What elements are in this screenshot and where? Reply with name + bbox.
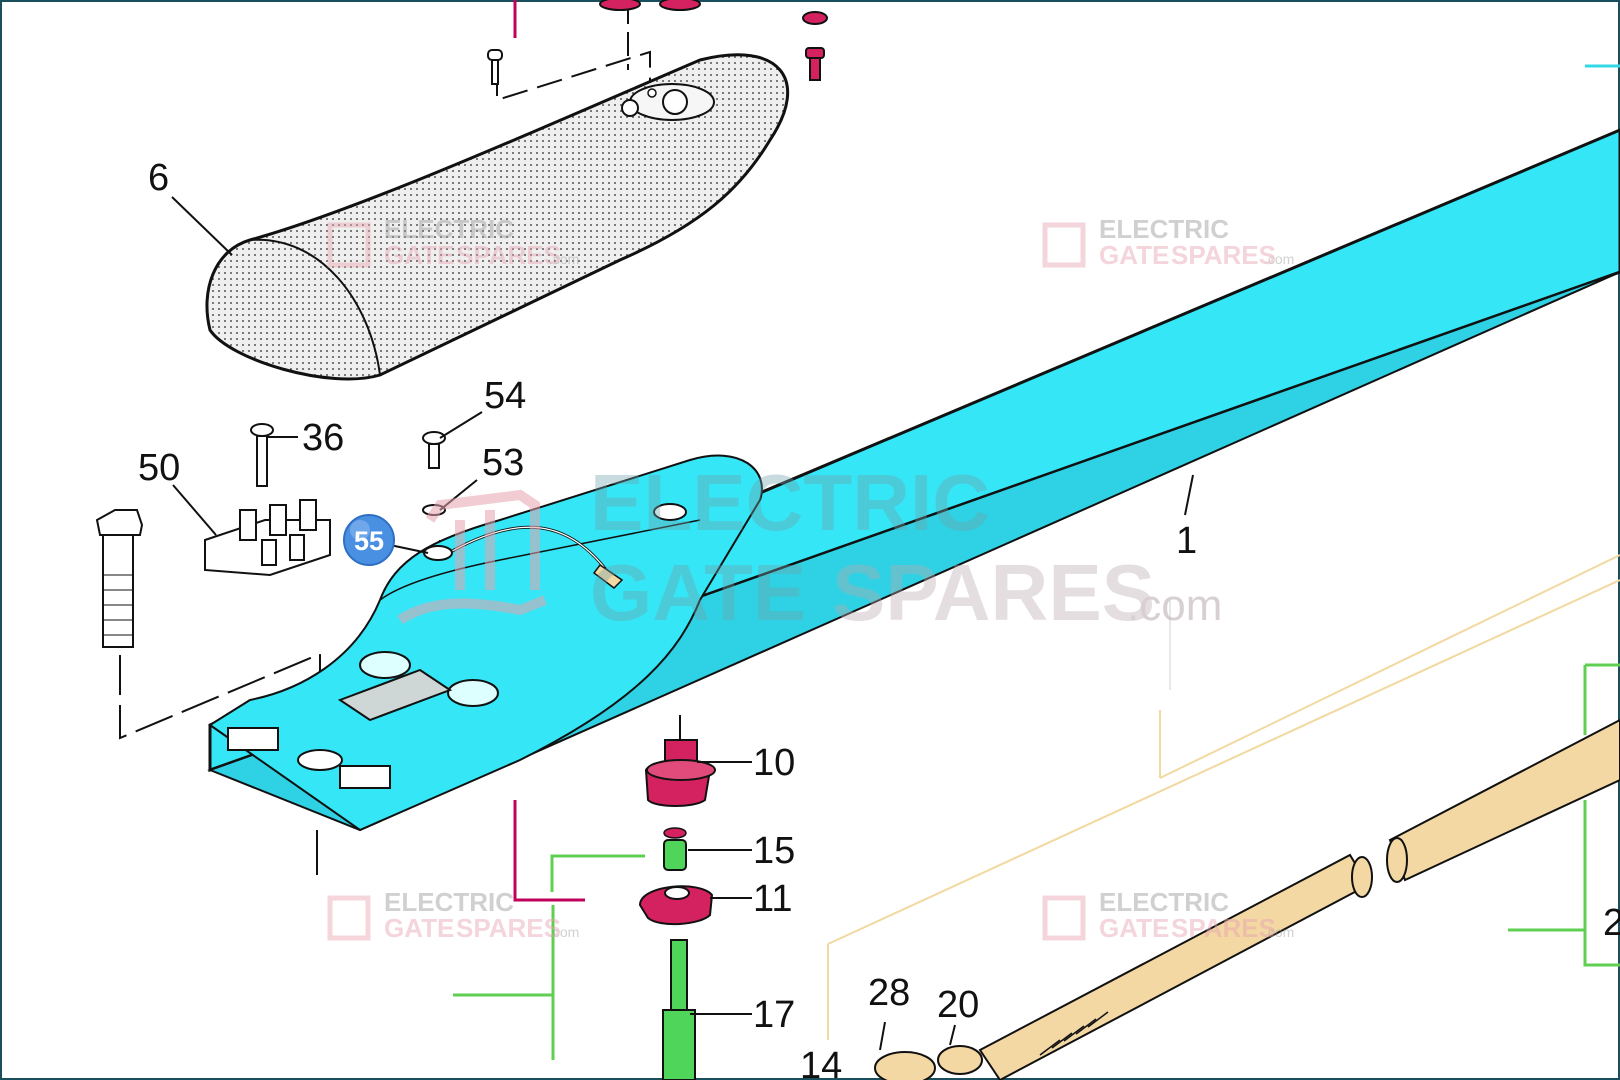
- watermark-small-3-line-2a: GATE: [384, 913, 454, 943]
- callout-55: 55: [354, 526, 384, 556]
- callout-2: 2: [1603, 902, 1620, 944]
- callout-15: 15: [753, 830, 795, 872]
- watermark-small-2-line-2a: GATE: [1099, 240, 1169, 270]
- watermark-suffix: .com: [1127, 581, 1222, 630]
- watermark-logo-icon: [327, 895, 371, 941]
- watermark-small-3-line-1: ELECTRIC: [384, 887, 514, 917]
- watermark-logo-icon: [1042, 895, 1086, 941]
- callout-10: 10: [753, 742, 795, 784]
- watermark-small-2: ELECTRIC GATE SPARES .com: [1042, 214, 1294, 270]
- bolt-icon: [95, 509, 144, 648]
- callout-17: 17: [753, 994, 795, 1036]
- spring-part-15: [663, 827, 687, 871]
- watermark-logo-icon: [397, 489, 547, 625]
- callout-1: 1: [1176, 520, 1197, 562]
- watermark-small-3-suffix: .com: [549, 924, 579, 940]
- callout-6: 6: [148, 157, 169, 199]
- watermark-logo-icon: [327, 222, 371, 268]
- watermark-small-1-suffix: .com: [549, 251, 579, 267]
- watermark-small-2-line-1: ELECTRIC: [1099, 214, 1229, 244]
- watermark-small-2-line-2b: SPARES: [1171, 240, 1276, 270]
- screw-part-54: [422, 431, 446, 469]
- watermark-small-1-line-2b: SPARES: [456, 240, 561, 270]
- washer-part-11: [638, 885, 714, 926]
- callout-50: 50: [138, 447, 180, 489]
- highlight-badge-55: [343, 514, 395, 566]
- screw-part-36: [250, 423, 274, 487]
- callout-36: 36: [302, 417, 344, 459]
- watermark-small-4-line-2a: GATE: [1099, 913, 1169, 943]
- callout-11: 11: [753, 878, 792, 920]
- watermark-small-4: ELECTRIC GATE SPARES .com: [1042, 887, 1294, 943]
- callout-14: 14: [800, 1045, 842, 1080]
- top-screws: [487, 0, 828, 85]
- watermark-small-1-line-2a: GATE: [384, 240, 454, 270]
- watermark-small-1-line-1: ELECTRIC: [384, 214, 514, 244]
- terminal-block-part-50: [204, 499, 331, 577]
- watermark-small-3: ELECTRIC GATE SPARES .com: [327, 887, 579, 943]
- watermark-line-2a: GATE: [590, 548, 806, 637]
- watermark-small-3-line-2b: SPARES: [456, 913, 561, 943]
- screw-icon: [487, 49, 503, 85]
- shaft-part-17: [662, 939, 696, 1080]
- callout-53: 53: [482, 442, 524, 484]
- callout-28: 28: [868, 972, 910, 1014]
- watermark-line-2b: SPARES: [832, 548, 1155, 637]
- watermark-small-4-line-1: ELECTRIC: [1099, 887, 1229, 917]
- watermark-logo-icon: [1042, 222, 1086, 268]
- washers-top-icon: [599, 0, 701, 11]
- callout-54: 54: [484, 375, 526, 417]
- watermark-small-4-line-2b: SPARES: [1171, 913, 1276, 943]
- callout-20: 20: [937, 984, 979, 1026]
- gear-part-10: [644, 739, 716, 807]
- watermark-small-4-suffix: .com: [1264, 924, 1294, 940]
- arm-part-1: [207, 128, 1620, 832]
- pink-screw-icon: [802, 11, 828, 81]
- watermark-small-2-suffix: .com: [1264, 251, 1294, 267]
- rod-thread: [1039, 1011, 1109, 1056]
- watermark-small-1: ELECTRIC GATE SPARES .com: [327, 214, 579, 270]
- callout-labels: 6 54 36 53 50 55 1 10 15 11 17 28 20 14 …: [138, 157, 1620, 1080]
- cover-part-6: [205, 53, 789, 381]
- guide-lines: [453, 0, 1620, 1060]
- watermark-center: ELECTRIC GATE SPARES .com: [397, 458, 1222, 637]
- rod-assembly: [874, 718, 1620, 1080]
- watermark-line-1: ELECTRIC: [590, 458, 990, 547]
